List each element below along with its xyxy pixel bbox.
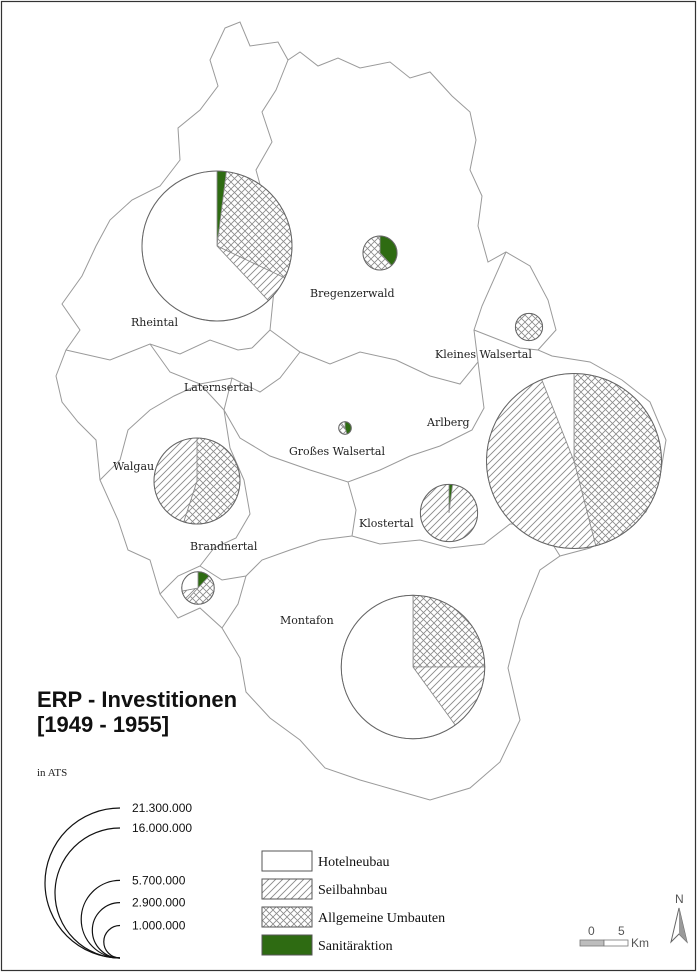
size-legend-value: 21.300.000	[132, 801, 192, 815]
boundary-rheintal-south	[65, 339, 253, 361]
pie-outline	[514, 312, 544, 342]
boundary-montafon-west	[221, 575, 247, 629]
legend-label-umbauten: Allgemeine Umbauten	[318, 911, 445, 926]
pie-bregenzerwald	[362, 235, 398, 271]
map-title-line2: [1949 - 1955]	[37, 712, 169, 737]
label-brandnertal: Brandnertal	[190, 540, 258, 553]
label-kleines-walsertal: Kleines Walsertal	[435, 348, 532, 361]
pie-rheintal	[141, 170, 293, 322]
pie-outline	[340, 594, 486, 740]
legend-swatch-seilbahn	[261, 878, 313, 900]
pie-walgau	[153, 437, 241, 525]
map-boundaries	[55, 21, 667, 801]
size-legend-arc	[54, 827, 121, 959]
boundary-walgau	[99, 383, 251, 595]
pie-outline	[153, 437, 241, 525]
size-legend-value: 1.000.000	[132, 918, 186, 932]
pie-gro-es-walsertal	[338, 421, 352, 435]
region-labels: Rheintal Bregenzerwald Kleines Walsertal…	[113, 287, 532, 627]
label-klostertal: Klostertal	[359, 517, 414, 530]
scale-segment-2	[603, 939, 629, 947]
size-legend-arc	[91, 902, 121, 959]
pie-outline	[362, 235, 398, 271]
legend-label-hotel: Hotelneubau	[318, 855, 390, 870]
size-legend-arc	[80, 879, 121, 959]
pie-charts	[141, 170, 663, 740]
pie-kleines-walsertal	[514, 312, 544, 342]
pie-brandnertal	[181, 571, 215, 605]
boundary-brandnertal	[199, 535, 353, 581]
label-rheintal: Rheintal	[131, 316, 178, 329]
north-arrow-icon: N	[670, 892, 688, 944]
north-label: N	[675, 892, 684, 906]
boundary-grosses-walsertal	[223, 361, 485, 483]
label-walgau: Walgau	[113, 460, 154, 473]
boundary-kleines-walsertal	[473, 329, 539, 351]
pie-outline	[141, 170, 293, 322]
pie-outline	[419, 483, 479, 543]
pie-outline	[485, 372, 663, 550]
pie-outline	[338, 421, 352, 435]
pie-montafon	[340, 594, 486, 740]
scale-unit: Km	[631, 936, 649, 950]
category-legend: Hotelneubau Seilbahnbau Allgemeine Umbau…	[261, 850, 445, 956]
pie-arlberg	[485, 372, 663, 550]
size-legend: 21.300.000 16.000.000 5.700.000 2.900.000 1.…	[44, 801, 192, 959]
size-legend-value: 16.000.000	[132, 821, 192, 835]
size-legend-value: 2.900.000	[132, 896, 186, 910]
legend-swatch-hotel	[261, 850, 313, 872]
map-title-line1: ERP - Investitionen	[37, 687, 237, 712]
label-laternsertal: Laternsertal	[184, 381, 254, 394]
label-grosses-walsertal: Großes Walsertal	[289, 445, 385, 458]
scale-tick-0: 0	[588, 924, 595, 938]
scale-bar: 0 5 Km	[579, 924, 649, 950]
legend-swatch-sanitaer	[261, 934, 313, 956]
state-outline	[55, 21, 667, 801]
size-legend-value: 5.700.000	[132, 873, 186, 887]
size-legend-arc	[103, 924, 121, 959]
label-arlberg: Arlberg	[426, 416, 470, 429]
scale-segment-1	[579, 939, 605, 947]
boundary-bregenzerwald-south	[269, 251, 507, 385]
pie-klostertal	[419, 483, 479, 543]
unit-label: in ATS	[37, 767, 67, 779]
legend-swatch-umbauten	[261, 906, 313, 928]
legend-label-seilbahn: Seilbahnbau	[318, 883, 387, 898]
label-bregenzerwald: Bregenzerwald	[310, 287, 395, 300]
label-montafon: Montafon	[280, 614, 334, 627]
pie-outline	[181, 571, 215, 605]
scale-tick-5: 5	[618, 924, 625, 938]
size-legend-arc	[44, 807, 121, 959]
legend-label-sanitaer: Sanitäraktion	[318, 939, 393, 954]
